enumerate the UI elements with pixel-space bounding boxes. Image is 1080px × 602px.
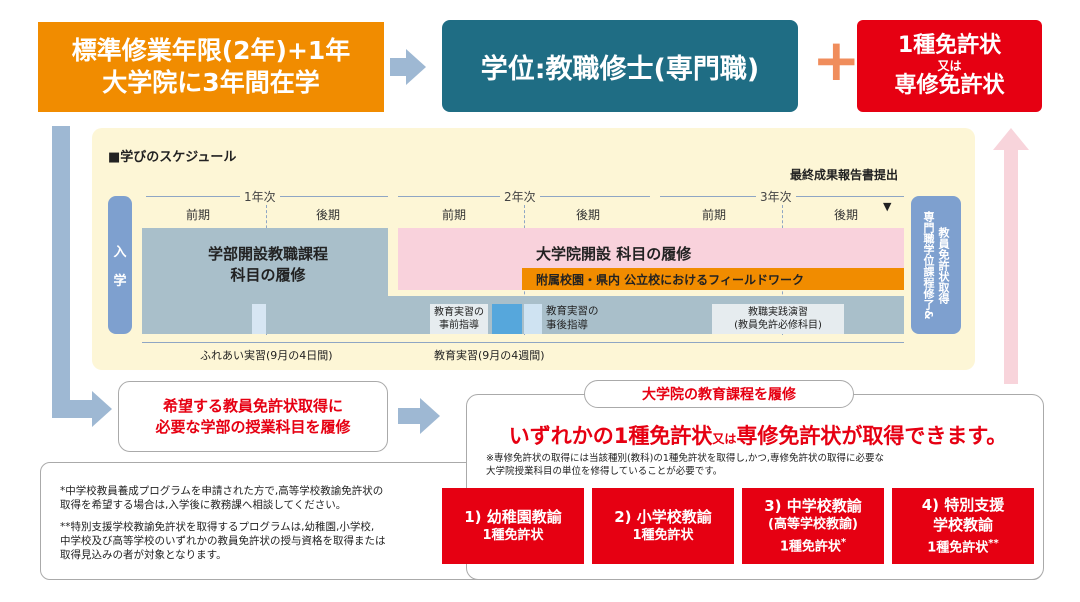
term-label: 後期 bbox=[576, 208, 601, 222]
footnote1-line1: *中学校教員養成プログラムを申請された方で,高等学校教諭免許状の bbox=[60, 485, 384, 497]
duration-line2: 大学院に3年間在学 bbox=[102, 68, 320, 97]
license-title: 2) 小学校教諭 bbox=[614, 508, 712, 526]
footnote2-line3: 取得見込みの者が対象となります。 bbox=[60, 549, 227, 561]
entry-char: 入 bbox=[113, 245, 127, 260]
license-title: 1) 幼稚園教諭 bbox=[464, 508, 562, 526]
license-title: 4) 特別支援 bbox=[921, 495, 1005, 514]
entry-tab: 入 学 bbox=[108, 196, 132, 334]
license-line2: 又は bbox=[937, 59, 962, 73]
completion-col: 教員免許状取得 bbox=[937, 226, 950, 304]
undergrad-request-box: 希望する教員免許状取得に 必要な学部の授業科目を履修 bbox=[118, 381, 388, 452]
entry-char: 学 bbox=[113, 274, 127, 289]
duration-box: 標準修業年限(2年)+1年 大学院に3年間在学 bbox=[38, 22, 384, 112]
license-mark: * bbox=[840, 536, 847, 548]
degree-box: 学位:教職修士(専門職) bbox=[442, 20, 798, 112]
request-line1: 希望する教員免許状取得に bbox=[162, 396, 343, 415]
duration-line1: 標準修業年限(2年)+1年 bbox=[71, 36, 351, 65]
term-label: 前期 bbox=[702, 208, 727, 222]
license-junior-high: 3) 中学校教諭 (高等学校教諭) 1種免許状* bbox=[742, 488, 884, 564]
undergrad-line2: 科目の履修 bbox=[230, 266, 306, 284]
license-mark: ** bbox=[988, 537, 999, 549]
term-label: 後期 bbox=[316, 208, 341, 222]
license-line1: 1種免許状 bbox=[897, 33, 1002, 58]
footnote2-line2: 中学校及び高等学校のいずれかの教員免許状の授与資格を取得または bbox=[60, 535, 386, 547]
headline-mini: 又は bbox=[712, 432, 737, 446]
term-label: 前期 bbox=[442, 208, 467, 222]
year1-label: 1年次 bbox=[240, 188, 280, 205]
headline-part-a: いずれかの1種免許状 bbox=[508, 424, 713, 448]
teaching-practice-mark bbox=[492, 304, 522, 334]
license-box: 1種免許状 又は 専修免許状 bbox=[857, 20, 1042, 112]
arrow-right-head-icon bbox=[406, 49, 426, 85]
headline: いずれかの1種免許状又は専修免許状が取得できます。 bbox=[478, 420, 1038, 450]
practicum-l2: (教員免許必修科目) bbox=[734, 320, 822, 331]
practicum-box: 教職実践演習 (教員免許必修科目) bbox=[712, 304, 844, 334]
plus-icon: + bbox=[812, 26, 861, 94]
fureai-label: ふれあい実習(9月の4日間) bbox=[200, 349, 333, 362]
completion-tab: 専門職学位課程修了& 教員免許状取得 bbox=[911, 196, 961, 334]
license-title: 3) 中学校教諭 bbox=[764, 496, 862, 515]
license-kindergarten: 1) 幼稚園教諭 1種免許状 bbox=[442, 488, 584, 564]
license-special-support: 4) 特別支援 学校教諭 1種免許状** bbox=[892, 488, 1034, 564]
undergrad-bar bbox=[142, 228, 388, 296]
arrow-right-icon bbox=[390, 58, 406, 76]
completion-col: 専門職学位課程修了& bbox=[922, 210, 935, 320]
note-line2: 大学院授業科目の単位を修得していることが必要です。 bbox=[486, 466, 723, 477]
footnote-2: **特別支援学校教諭免許状を取得するプログラムは,幼稚園,小学校, 中学校及び高… bbox=[60, 520, 452, 562]
flow-arrow-head-icon bbox=[92, 391, 112, 427]
request-line2: 必要な学部の授業科目を履修 bbox=[155, 417, 351, 436]
license-elementary: 2) 小学校教諭 1種免許状 bbox=[592, 488, 734, 564]
up-arrow-bar bbox=[1004, 148, 1018, 384]
license-sub: 1種免許状 bbox=[632, 528, 694, 543]
post-mark bbox=[524, 304, 542, 334]
grad-label: 大学院開設 科目の履修 bbox=[536, 245, 692, 263]
flow-arrow-horizontal bbox=[52, 400, 94, 418]
up-arrow-icon bbox=[993, 128, 1029, 150]
footnote1-line2: 取得を希望する場合は,入学後に教務課へ相談してください。 bbox=[60, 499, 347, 511]
footnote2-line1: **特別支援学校教諭免許状を取得するプログラムは,幼稚園,小学校, bbox=[60, 521, 375, 533]
final-report-label: 最終成果報告書提出 bbox=[790, 168, 899, 182]
year3-label: 3年次 bbox=[756, 188, 796, 205]
term-label: 前期 bbox=[186, 208, 211, 222]
license-extra: (高等学校教諭) bbox=[768, 516, 858, 532]
arrow-right-head-icon bbox=[420, 398, 440, 434]
specialist-note: ※専修免許状の取得には当該種別(教科)の1種免許状を取得し,かつ,専修免許状の取… bbox=[486, 452, 1026, 478]
grad-course-tag: 大学院の教育課程を履修 bbox=[584, 380, 854, 408]
practicum-l1: 教職実践演習 bbox=[748, 307, 808, 318]
post-guidance: 教育実習の 事後指導 bbox=[546, 304, 599, 332]
timeline-base bbox=[142, 342, 904, 343]
undergrad-label: 学部開設教職課程 科目の履修 bbox=[170, 244, 366, 286]
arrow-right-icon bbox=[398, 408, 420, 424]
footnote-1: *中学校教員養成プログラムを申請された方で,高等学校教諭免許状の 取得を希望する… bbox=[60, 484, 452, 512]
post-guidance-l1: 教育実習の bbox=[546, 305, 599, 317]
post-guidance-l2: 事後指導 bbox=[546, 319, 588, 331]
teaching-practice-label: 教育実習(9月の4週間) bbox=[434, 349, 545, 362]
schedule-title: ■学びのスケジュール bbox=[108, 150, 237, 165]
fieldwork-bar: 附属校園・県内 公立校におけるフィールドワーク bbox=[522, 268, 904, 290]
term-label: 後期 bbox=[834, 208, 859, 222]
headline-part-b: 専修免許状が取得できます。 bbox=[736, 424, 1008, 448]
license-line3: 専修免許状 bbox=[894, 73, 1005, 98]
flow-arrow-vertical bbox=[52, 126, 70, 418]
pre-guidance-l2: 事前指導 bbox=[439, 320, 479, 331]
year2-label: 2年次 bbox=[500, 188, 540, 205]
license-sub: 1種免許状 bbox=[482, 528, 544, 543]
note-line1: ※専修免許状の取得には当該種別(教科)の1種免許状を取得し,かつ,専修免許状の取… bbox=[486, 453, 884, 464]
down-arrow-icon: ▼ bbox=[883, 200, 892, 213]
license-extra: 学校教諭 bbox=[932, 515, 993, 534]
license-sub: 1種免許状 bbox=[779, 539, 841, 555]
pre-guidance: 教育実習の 事前指導 bbox=[430, 304, 488, 334]
fureai-mark bbox=[252, 304, 266, 334]
license-sub: 1種免許状 bbox=[927, 540, 989, 556]
undergrad-line1: 学部開設教職課程 bbox=[207, 245, 328, 263]
pre-guidance-l1: 教育実習の bbox=[434, 307, 484, 318]
